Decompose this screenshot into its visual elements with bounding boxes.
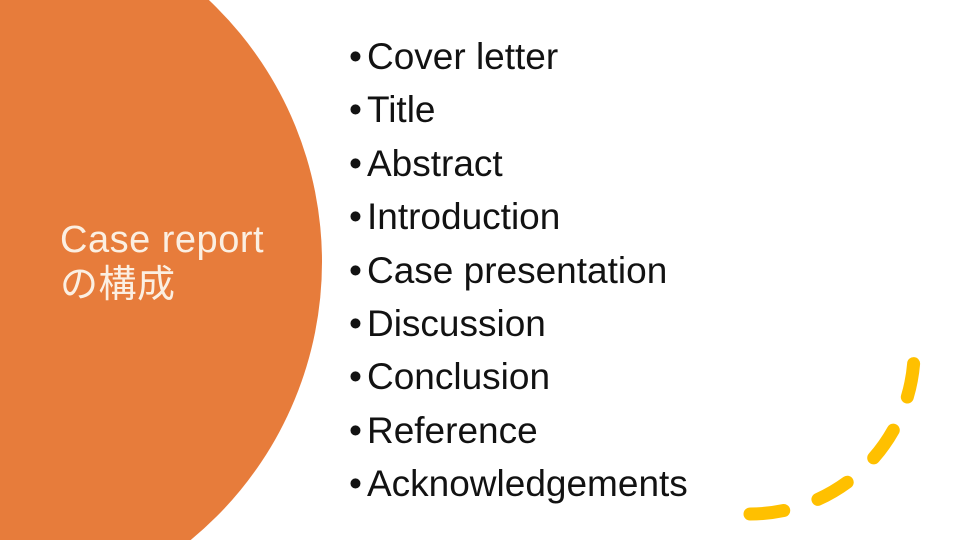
bullet-icon: • — [349, 409, 362, 451]
bullet-icon: • — [349, 463, 362, 505]
list-item-label: Abstract — [366, 142, 503, 184]
orange-circle-shape — [0, 0, 322, 540]
list-item-label: Introduction — [366, 196, 561, 238]
title-line-1: Case report — [60, 219, 265, 261]
list-item: •Cover letter — [349, 30, 688, 83]
list-item: •Abstract — [349, 137, 688, 190]
title-line-2: の構成 — [60, 264, 176, 306]
outline-list: •Cover letter •Title •Abstract •Introduc… — [349, 30, 688, 511]
list-item: •Reference — [349, 404, 688, 457]
bullet-icon: • — [349, 196, 362, 238]
bullet-icon: • — [349, 142, 362, 184]
list-item-label: Case presentation — [366, 249, 668, 291]
list-item: •Acknowledgements — [349, 457, 688, 510]
list-item-label: Discussion — [366, 302, 546, 344]
list-item: •Conclusion — [349, 350, 688, 403]
list-item-label: Acknowledgements — [366, 463, 688, 505]
slide-title: Case report の構成 — [60, 218, 264, 308]
bullet-icon: • — [349, 356, 362, 398]
bullet-icon: • — [349, 249, 362, 291]
list-item: •Case presentation — [349, 244, 688, 297]
list-item: •Discussion — [349, 297, 688, 350]
list-item-label: Cover letter — [366, 36, 559, 77]
dashed-arc-path — [743, 351, 921, 521]
list-item: •Introduction — [349, 190, 688, 243]
list-item: •Title — [349, 83, 688, 136]
bullet-icon: • — [349, 89, 362, 131]
list-item-label: Title — [366, 89, 436, 131]
list-item-label: Reference — [366, 409, 538, 451]
bullet-icon: • — [349, 302, 362, 344]
bullet-icon: • — [349, 36, 362, 77]
list-item-label: Conclusion — [366, 356, 551, 398]
